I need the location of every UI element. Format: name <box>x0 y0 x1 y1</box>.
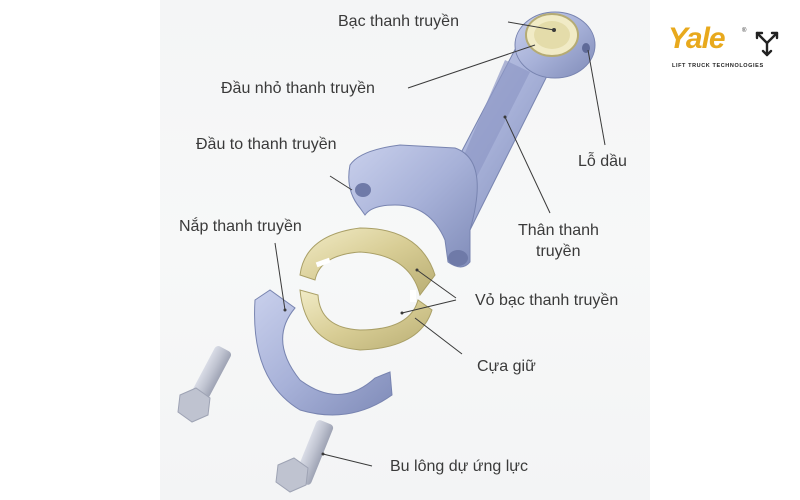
yale-logo: Yale ® LIFT TRUCK TECHNOLOGIES <box>668 22 788 74</box>
bearing-shells-shape <box>299 227 436 351</box>
logo-tagline: LIFT TRUCK TECHNOLOGIES <box>672 63 764 69</box>
rod-body-shape <box>348 11 596 268</box>
label-cap: Nắp thanh truyền <box>179 218 302 235</box>
label-big-end: Đầu to thanh truyền <box>196 136 337 153</box>
leader-lines <box>274 21 606 467</box>
bolt-left-shape <box>177 346 232 423</box>
label-bearing-shells: Vỏ bạc thanh truyền <box>475 292 619 309</box>
rod-cap-shape <box>254 289 393 416</box>
leader-dots <box>283 28 556 456</box>
label-bushing: Bạc thanh truyền <box>338 13 459 30</box>
yale-y-arrows-icon <box>755 31 779 57</box>
bolt-right-shape <box>275 420 334 493</box>
logo-registered-mark: ® <box>742 28 747 34</box>
logo-wordmark: Yale <box>668 22 726 55</box>
label-locating-tab: Cựa giữ <box>477 358 536 375</box>
label-rod-body-line2: truyền <box>536 243 581 260</box>
label-rod-body-line1: Thân thanh <box>518 222 599 239</box>
label-small-end: Đầu nhỏ thanh truyền <box>221 80 375 97</box>
label-bolts: Bu lông dự ứng lực <box>390 458 528 475</box>
label-oil-hole: Lỗ dầu <box>578 153 627 170</box>
